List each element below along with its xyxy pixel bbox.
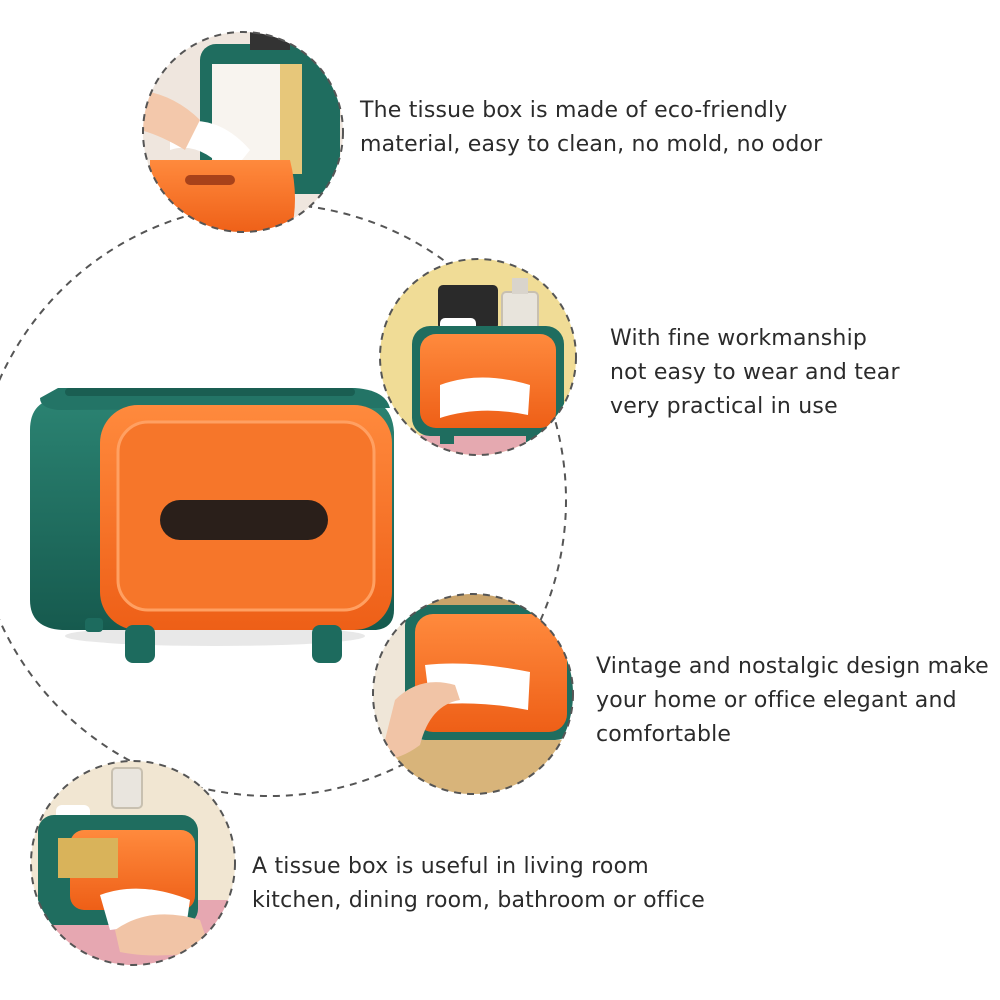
feature-text-eco-friendly: The tissue box is made of eco-friendly m… xyxy=(360,98,823,157)
tissue-box-main xyxy=(30,388,394,663)
photo-hand-under-box xyxy=(30,760,236,966)
feature-text-workmanship: With fine workmanship not easy to wear a… xyxy=(610,326,900,419)
photo-box-with-items xyxy=(379,258,577,456)
feature-text-vintage-design: Vintage and nostalgic design make your h… xyxy=(596,654,989,747)
feature-text-usage-rooms: A tissue box is useful in living room ki… xyxy=(252,854,706,913)
photo-drawer-tissue xyxy=(142,31,344,233)
photo-hand-pulling-tissue xyxy=(372,593,574,795)
